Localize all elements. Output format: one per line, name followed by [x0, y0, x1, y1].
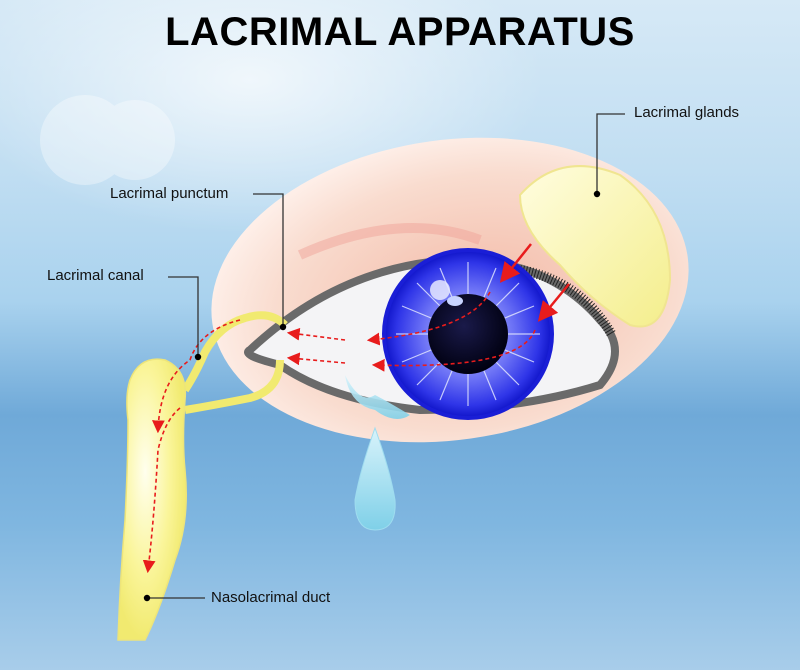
tear-drop [354, 426, 396, 531]
lower-canaliculus [184, 359, 284, 414]
label-nasolacrimal-duct: Nasolacrimal duct [211, 589, 331, 606]
leader-lines [147, 113, 625, 599]
label-lacrimal-canal: Lacrimal canal [47, 267, 144, 284]
nasolacrimal-duct-shape [117, 358, 187, 641]
eyelashes [519, 265, 617, 338]
page-title: LACRIMAL APPARATUS [165, 10, 635, 54]
pupil [428, 294, 508, 374]
iris-fibers [396, 262, 540, 406]
gland-outflow-arrows [499, 243, 570, 322]
label-lacrimal-glands: Lacrimal glands [634, 104, 740, 121]
pupil-highlight [447, 296, 463, 306]
iris-highlight [430, 280, 450, 300]
leader-dots [143, 190, 601, 602]
eyelid-crease [297, 223, 482, 260]
lacrimal-gland-shape [518, 165, 672, 328]
upper-canaliculus [181, 311, 288, 393]
decorative-bubbles [40, 95, 175, 185]
label-lacrimal-punctum: Lacrimal punctum [110, 185, 229, 202]
tear-flow-arrows [142, 291, 536, 574]
tear-pool [345, 375, 410, 419]
